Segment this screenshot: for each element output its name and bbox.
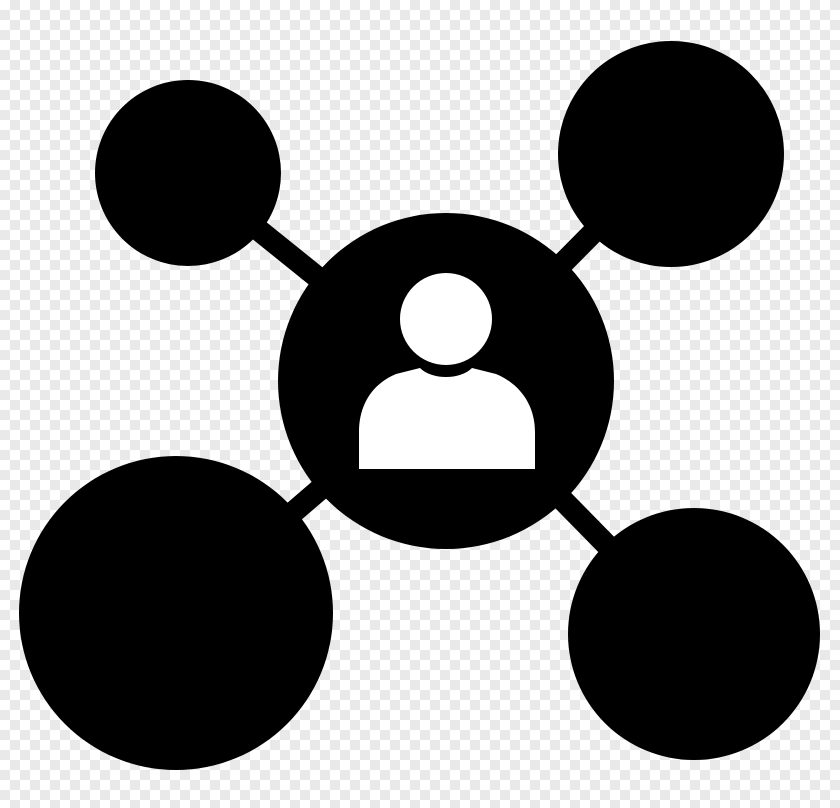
node-top-right — [558, 41, 784, 267]
user-body — [359, 368, 535, 469]
node-top-left — [95, 80, 281, 266]
network-nodes — [19, 41, 820, 770]
node-bottom-right — [568, 508, 820, 760]
user-head — [400, 273, 492, 365]
hub-node — [278, 213, 614, 549]
node-bottom-left — [19, 456, 333, 770]
